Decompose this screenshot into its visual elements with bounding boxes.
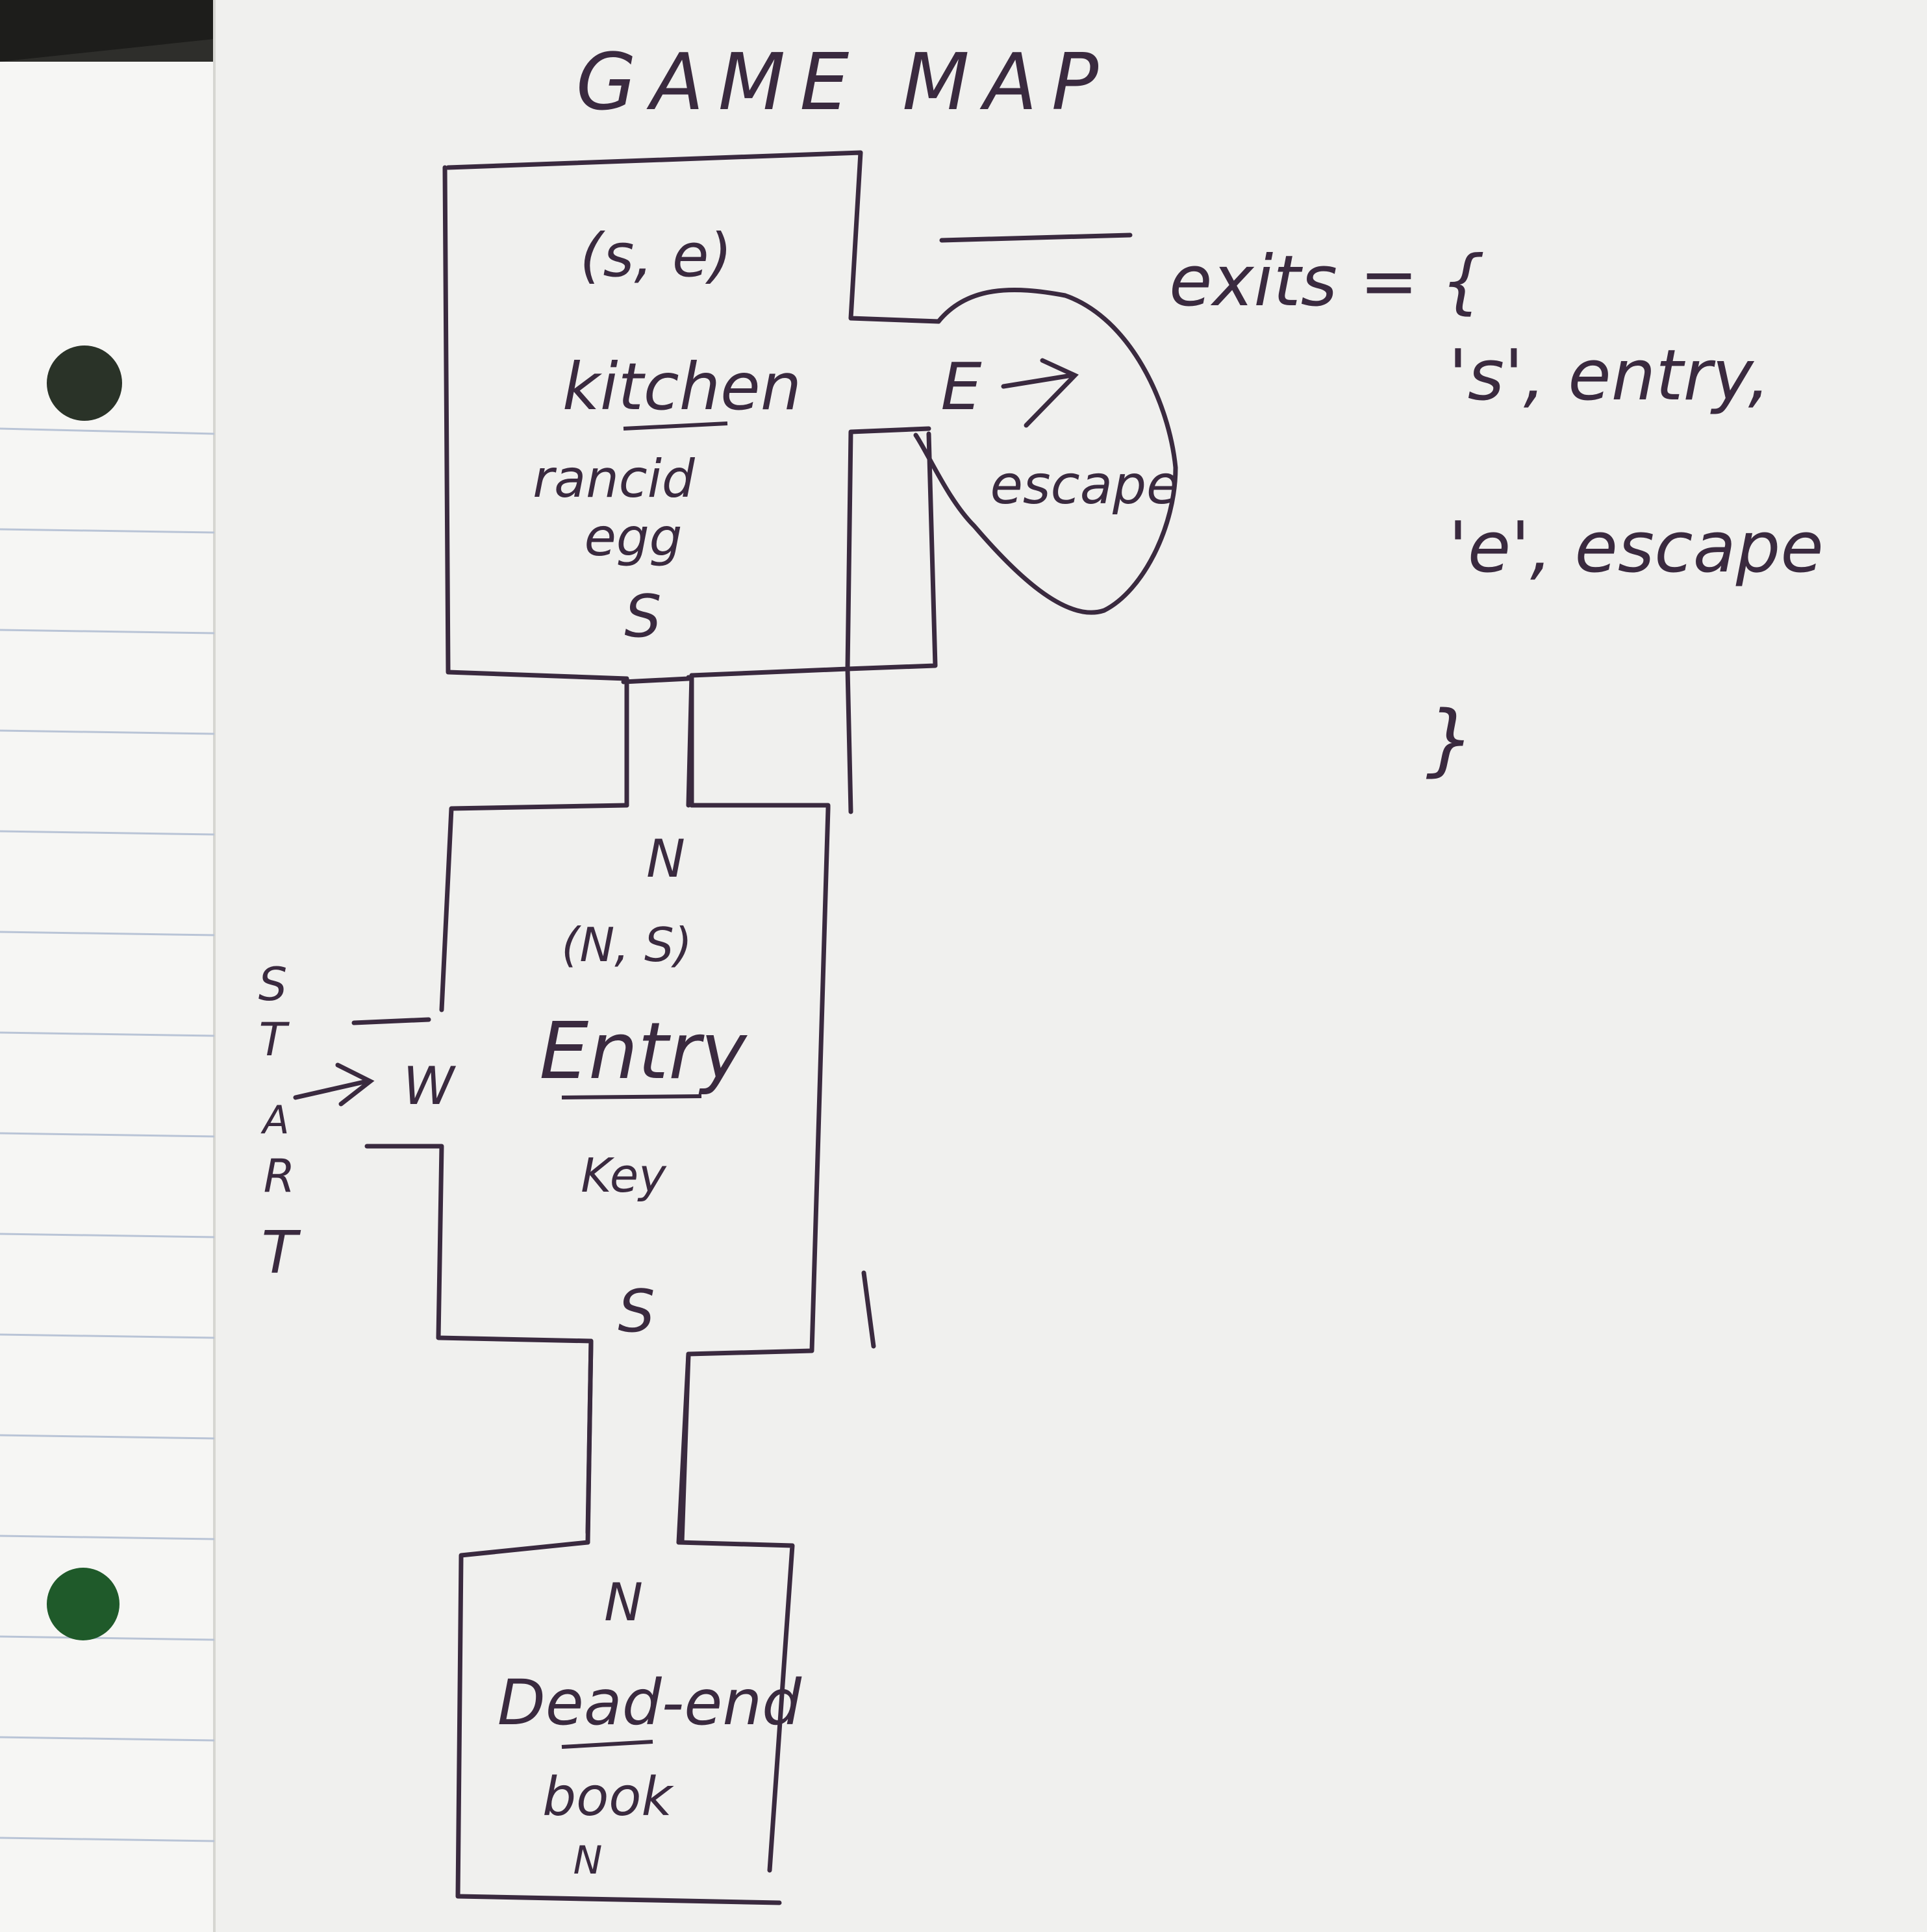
start-letter: S bbox=[258, 958, 287, 1011]
start-letter: T bbox=[259, 1013, 290, 1066]
exits-dict-line1: 's', entry, bbox=[1448, 335, 1770, 416]
corridor-kitchen-entry bbox=[624, 673, 694, 808]
kitchen-room-outline bbox=[845, 431, 938, 1349]
east-arrow-icon bbox=[1001, 358, 1079, 428]
kitchen-room-name: kitchen bbox=[562, 349, 801, 425]
start-letter: R bbox=[264, 1149, 296, 1203]
escape-label: escape bbox=[990, 455, 1179, 516]
notebook-page-left bbox=[0, 0, 216, 1932]
exits-dictionary: exits = { 's', entry, 'e', escape } bbox=[1169, 241, 1824, 785]
start-letter: A bbox=[260, 1098, 289, 1143]
deadend-marker-label: N bbox=[573, 1838, 603, 1883]
escape-area-outline bbox=[913, 287, 1178, 615]
kitchen-room: (s, e) kitchen rancid egg S E escape bbox=[533, 221, 1179, 651]
corridor-entry-deadend bbox=[585, 1338, 691, 1545]
kitchen-east-door-label: E bbox=[940, 349, 981, 425]
start-label: S T A R T bbox=[258, 958, 301, 1287]
entry-exits-label: (N, S) bbox=[561, 918, 692, 972]
kitchen-exits-label: (s, e) bbox=[580, 221, 733, 290]
start-arrow-icon bbox=[293, 1062, 375, 1107]
kitchen-room-walls bbox=[442, 150, 941, 808]
exits-dict-close: } bbox=[1426, 695, 1475, 785]
map-title: GAME MAP bbox=[576, 38, 1113, 128]
exits-dict-line2: 'e', escape bbox=[1448, 507, 1824, 588]
binder-hole-icon bbox=[47, 345, 122, 421]
entry-south-door-label: S bbox=[618, 1277, 655, 1346]
entry-north-door-label: N bbox=[646, 829, 685, 889]
entry-west-door-label: W bbox=[403, 1056, 456, 1116]
start-letter: T bbox=[262, 1219, 301, 1287]
entry-room-name: Entry bbox=[539, 1007, 748, 1097]
deadend-north-door-label: N bbox=[604, 1572, 643, 1633]
entry-item-label: Key bbox=[581, 1148, 667, 1203]
kitchen-item-line1: rancid bbox=[533, 449, 696, 509]
kitchen-south-door-label: S bbox=[624, 583, 661, 651]
kitchen-item-line2: egg bbox=[585, 507, 683, 568]
stray-line bbox=[939, 232, 1133, 243]
exits-dict-header: exits = { bbox=[1169, 241, 1485, 322]
deadend-room-walls bbox=[455, 1540, 795, 1905]
deadend-room: N Dead-end book N bbox=[497, 1572, 802, 1883]
entry-room: N (N, S) Entry Key W S bbox=[293, 829, 748, 1346]
entry-room-walls bbox=[351, 803, 831, 1545]
deadend-item-label: book bbox=[542, 1766, 674, 1828]
binder-hole-icon bbox=[47, 1568, 120, 1640]
deadend-room-name: Dead-end bbox=[497, 1666, 802, 1739]
